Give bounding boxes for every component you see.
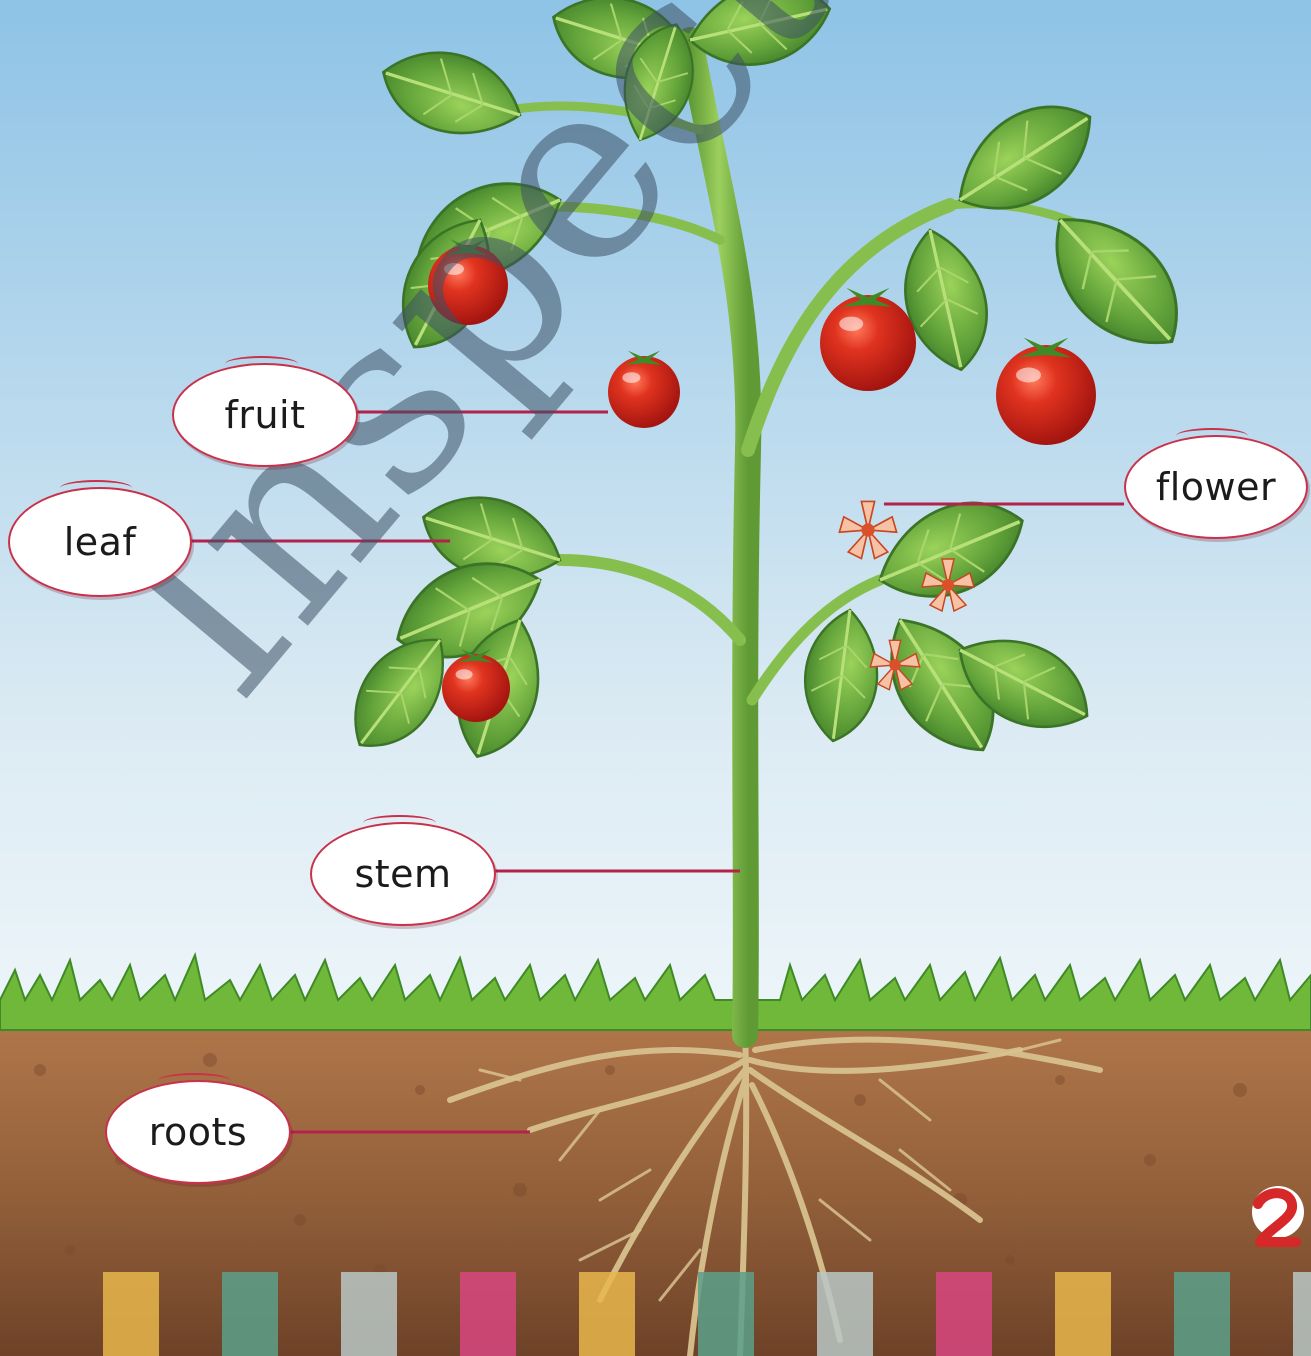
decorative-strip-block <box>222 1272 278 1356</box>
flower-label: flower <box>1124 435 1308 539</box>
stem-label: stem <box>310 822 496 926</box>
decorative-strip-block <box>698 1272 754 1356</box>
decorative-strip-block <box>103 1272 159 1356</box>
decorative-strip-block <box>1293 1272 1311 1356</box>
leaf-label-text: leaf <box>64 520 137 564</box>
sky-background <box>0 0 1311 1040</box>
roots-label: roots <box>105 1080 291 1184</box>
stem-label-text: stem <box>354 852 451 896</box>
decorative-strip-block <box>817 1272 873 1356</box>
fruit-label-text: fruit <box>224 393 305 437</box>
fruit-label: fruit <box>172 363 358 467</box>
page-number-badge-icon <box>1246 1182 1311 1262</box>
decorative-strip-block <box>579 1272 635 1356</box>
roots-label-text: roots <box>149 1110 247 1154</box>
decorative-strip-block <box>341 1272 397 1356</box>
flower-label-text: flower <box>1156 465 1276 509</box>
decorative-strip-block <box>936 1272 992 1356</box>
decorative-strip-block <box>1174 1272 1230 1356</box>
decorative-strip-block <box>460 1272 516 1356</box>
leaf-label: leaf <box>8 487 192 597</box>
decorative-strip-block <box>1055 1272 1111 1356</box>
